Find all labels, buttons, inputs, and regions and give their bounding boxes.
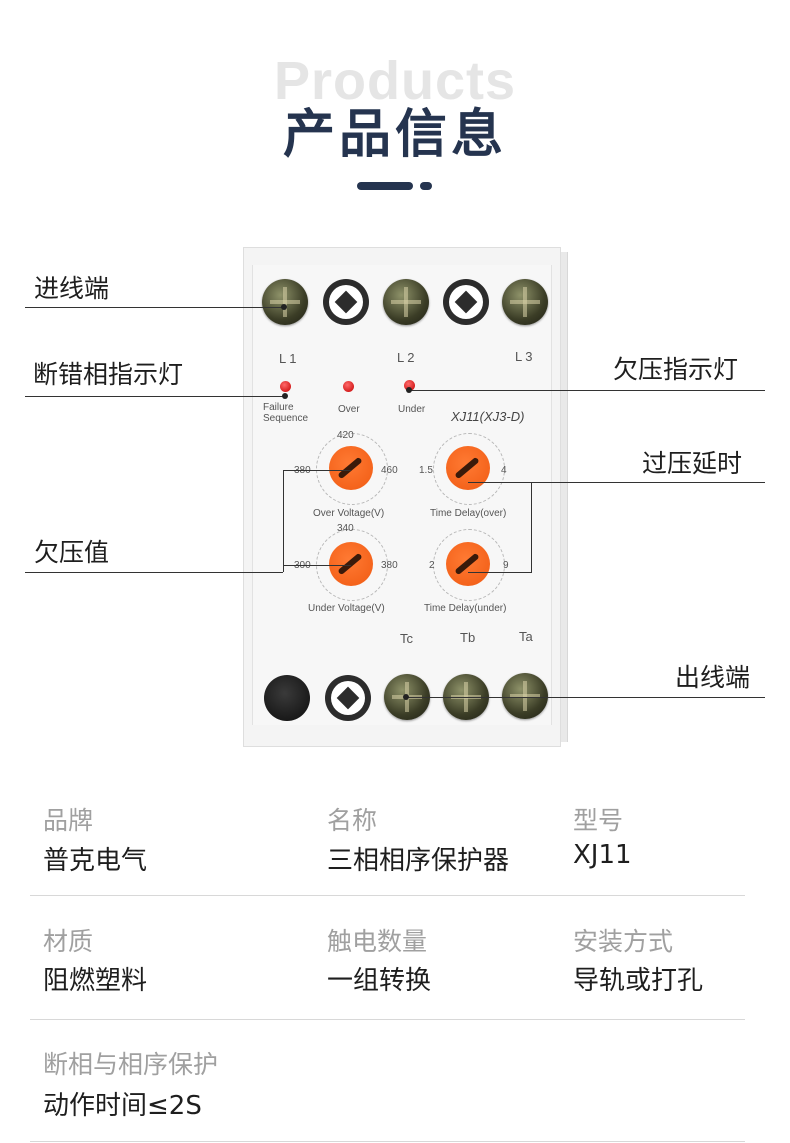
callout-dot-input xyxy=(281,304,287,310)
over-delay-tick-right: 4 xyxy=(501,465,507,476)
spec-mount-label: 安装方式 xyxy=(573,927,674,956)
callout-dot-under-led xyxy=(406,387,412,393)
terminal-label-l2: L2 xyxy=(397,350,418,365)
callout-line-under-value-vertical xyxy=(283,470,284,572)
callout-input-terminal: 进线端 xyxy=(34,274,110,303)
model-marking: XJ11(XJ3-D) xyxy=(451,409,525,424)
spec-name-value: 三相相序保护器 xyxy=(327,846,510,876)
under-voltage-tick-right: 380 xyxy=(381,560,398,571)
terminal-l3-screw-icon xyxy=(502,279,548,325)
spec-material-label: 材质 xyxy=(43,927,94,956)
header-english-title: Products xyxy=(273,51,517,111)
spec-protection-value: 动作时间≤2S xyxy=(43,1091,202,1121)
empty-terminal-icon xyxy=(443,279,489,325)
spec-divider xyxy=(30,1019,745,1020)
relay-device-face xyxy=(252,265,552,725)
callout-line-under-value xyxy=(25,572,283,573)
over-voltage-tick-right: 460 xyxy=(381,465,398,476)
spec-brand-label: 品牌 xyxy=(43,806,94,835)
spec-contacts-value: 一组转换 xyxy=(327,966,432,996)
title-underline-dot xyxy=(420,182,432,190)
spec-name-label: 名称 xyxy=(327,806,378,835)
spec-model-label: 型号 xyxy=(573,806,624,835)
callout-undervoltage-indicator: 欠压指示灯 xyxy=(613,355,739,384)
terminal-label-l1: L1 xyxy=(279,351,300,366)
callout-line-input xyxy=(25,307,284,308)
spec-divider xyxy=(30,1141,745,1142)
callout-dot-failure xyxy=(282,393,288,399)
under-delay-caption: Time Delay(under) xyxy=(424,603,507,614)
spec-material-value: 阻燃塑料 xyxy=(43,966,148,996)
callout-phase-failure-indicator: 断错相指示灯 xyxy=(33,360,184,389)
under-voltage-tick-top: 340 xyxy=(337,523,354,534)
callout-overvoltage-delay: 过压延时 xyxy=(642,449,743,478)
spec-brand-value: 普克电气 xyxy=(43,846,148,876)
callout-output-terminal: 出线端 xyxy=(675,663,751,692)
callout-undervoltage-value: 欠压值 xyxy=(34,538,110,567)
empty-terminal-icon xyxy=(325,675,371,721)
callout-dot-output xyxy=(403,694,409,700)
callout-line-over-delay-top xyxy=(468,482,532,483)
led-label-sequence: Sequence xyxy=(263,413,309,424)
under-voltage-knob xyxy=(329,542,373,586)
terminal-label-tb: Tb xyxy=(460,630,476,645)
under-delay-scale xyxy=(433,529,505,601)
spec-divider xyxy=(30,895,745,896)
plug-hole-icon xyxy=(264,675,310,721)
led-label-under: Under xyxy=(398,404,426,415)
page-header: Products 产品信息 xyxy=(0,0,790,230)
page-title: 产品信息 xyxy=(282,105,507,165)
callout-line-under-led xyxy=(409,390,765,391)
under-delay-tick-right: 9 xyxy=(503,560,509,571)
spec-model-value: XJ11 xyxy=(573,840,632,870)
callout-line-under-value-bottom xyxy=(283,565,351,566)
over-delay-tick-left: 1.5 xyxy=(419,465,433,476)
empty-terminal-icon xyxy=(323,279,369,325)
under-led-icon xyxy=(404,380,415,391)
terminal-label-l3: L3 xyxy=(515,349,536,364)
over-delay-scale xyxy=(433,433,505,505)
spec-contacts-label: 触电数量 xyxy=(327,927,428,956)
over-delay-knob xyxy=(446,446,490,490)
led-label-failure: Failure xyxy=(263,402,294,413)
terminal-label-ta: Ta xyxy=(519,629,533,644)
callout-line-over-delay xyxy=(531,482,765,483)
terminal-ta-screw-icon xyxy=(502,673,548,719)
spec-mount-value: 导轨或打孔 xyxy=(573,966,704,996)
callout-line-output xyxy=(406,697,765,698)
callout-line-failure xyxy=(25,396,285,397)
over-led-icon xyxy=(343,381,354,392)
callout-line-over-delay-branch xyxy=(468,572,532,573)
over-voltage-scale xyxy=(316,433,388,505)
failure-led-icon xyxy=(280,381,291,392)
over-delay-caption: Time Delay(over) xyxy=(430,508,507,519)
device-side-panel xyxy=(557,252,568,742)
over-voltage-knob xyxy=(329,446,373,490)
under-delay-knob xyxy=(446,542,490,586)
under-voltage-caption: Under Voltage(V) xyxy=(308,603,385,614)
led-label-over: Over xyxy=(338,404,360,415)
over-voltage-tick-top: 420 xyxy=(337,430,354,441)
terminal-l1-screw-icon xyxy=(262,279,308,325)
under-delay-tick-left: 2 xyxy=(429,560,435,571)
spec-protection-label: 断相与相序保护 xyxy=(43,1050,219,1079)
over-voltage-caption: Over Voltage(V) xyxy=(313,508,385,519)
callout-line-under-value-top xyxy=(283,470,351,471)
callout-line-over-delay-vertical xyxy=(531,482,532,572)
terminal-label-tc: Tc xyxy=(400,631,413,646)
title-underline-bar xyxy=(357,182,413,190)
terminal-l2-screw-icon xyxy=(383,279,429,325)
